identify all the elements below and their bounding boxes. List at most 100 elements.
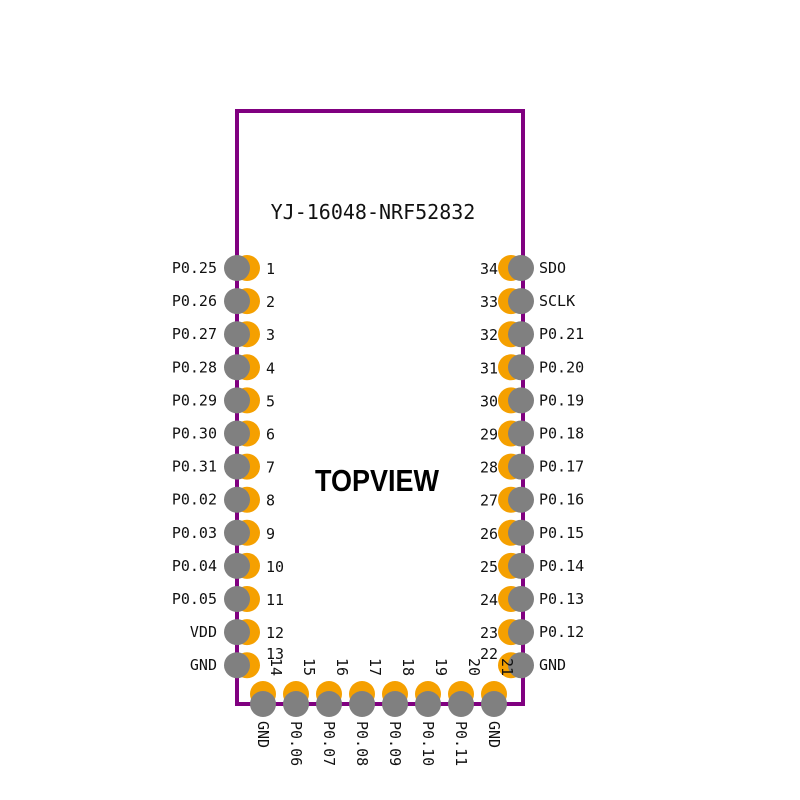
pin-number-label: 7 <box>266 459 275 477</box>
topview-label: TOPVIEW <box>315 463 440 498</box>
pin-name-label: P0.06 <box>287 721 305 766</box>
pin-pad <box>498 255 534 281</box>
pad-body <box>508 552 534 579</box>
pad-body <box>508 354 534 381</box>
pin-number-label: 17 <box>366 658 384 676</box>
pin-name-label: P0.26 <box>172 292 217 310</box>
pad-body <box>224 552 250 579</box>
pad-body <box>224 321 250 348</box>
pin-pad <box>224 387 260 414</box>
pad-body <box>224 486 250 513</box>
pad-body <box>382 691 408 717</box>
pin-pad <box>498 420 534 447</box>
pin-name-label: P0.27 <box>172 325 217 343</box>
pad-body <box>415 691 441 717</box>
pin-number-label: 25 <box>480 558 498 576</box>
pin-name-label: P0.11 <box>452 721 470 766</box>
pad-body <box>508 519 534 546</box>
pin-number-label: 27 <box>480 492 498 510</box>
pin-name-label: P0.05 <box>172 590 217 608</box>
pin-pad <box>498 486 534 513</box>
pin-name-label: P0.19 <box>539 391 584 409</box>
pin-pad <box>224 586 260 612</box>
pin-number-label: 29 <box>480 426 498 444</box>
pin-number-label: 33 <box>480 293 498 311</box>
pin-number-label: 30 <box>480 392 498 410</box>
pin-name-label: VDD <box>190 623 217 641</box>
pad-body <box>508 420 534 447</box>
pin-name-label: SCLK <box>539 292 575 310</box>
pad-body <box>224 519 250 546</box>
pin-pad <box>498 288 534 315</box>
pad-body <box>481 691 507 717</box>
pin-name-label: P0.16 <box>539 491 584 509</box>
pin-pad <box>224 552 260 579</box>
pin-name-label: P0.25 <box>172 259 217 277</box>
pad-body <box>508 255 534 281</box>
pad-body <box>508 387 534 414</box>
pad-body <box>508 652 534 679</box>
pin-number-label: 20 <box>465 658 483 676</box>
pad-body <box>224 387 250 414</box>
pin-pad <box>498 652 534 679</box>
pin-number-label: 10 <box>266 558 284 576</box>
pin-name-label: P0.15 <box>539 524 584 542</box>
pin-pad <box>498 387 534 414</box>
pad-body <box>508 586 534 612</box>
pin-number-label: 15 <box>300 658 318 676</box>
pad-body <box>224 420 250 447</box>
pin-name-label: P0.02 <box>172 491 217 509</box>
pin-name-label: P0.31 <box>172 458 217 476</box>
module-title: YJ-16048-NRF52832 <box>271 200 476 224</box>
pin-name-label: GND <box>539 656 566 674</box>
pin-number-label: 26 <box>480 525 498 543</box>
pad-body <box>508 453 534 480</box>
pad-body <box>316 691 342 717</box>
pin-number-label: 22 <box>480 645 498 663</box>
pin-number-label: 18 <box>399 658 417 676</box>
pin-name-label: P0.08 <box>353 721 371 766</box>
pin-name-label: P0.10 <box>419 721 437 766</box>
pin-number-label: 14 <box>267 658 285 676</box>
pin-pad <box>498 586 534 612</box>
pin-name-label: GND <box>254 721 272 748</box>
pin-pad <box>498 552 534 579</box>
pin-name-label: P0.17 <box>539 458 584 476</box>
pin-pad <box>415 681 441 717</box>
pad-body <box>508 321 534 348</box>
pin-pad <box>224 486 260 513</box>
pad-body <box>448 691 474 717</box>
pin-pad <box>498 453 534 480</box>
pin-pad <box>224 354 260 381</box>
pin-pad <box>224 255 260 281</box>
pin-pad <box>448 681 474 717</box>
pin-pad <box>224 453 260 480</box>
pad-body <box>224 288 250 315</box>
pin-name-label: P0.14 <box>539 557 584 575</box>
pin-pad <box>224 420 260 447</box>
pin-pad <box>316 681 342 717</box>
pin-pad <box>498 321 534 348</box>
pad-body <box>508 619 534 646</box>
pin-number-label: 8 <box>266 492 275 510</box>
pad-body <box>250 691 276 717</box>
pin-pad <box>224 619 260 646</box>
pin-number-label: 3 <box>266 326 275 344</box>
pin-number-label: 34 <box>480 260 498 278</box>
pin-pad <box>224 288 260 315</box>
pin-number-label: 11 <box>266 591 284 609</box>
pad-body <box>224 255 250 281</box>
pin-number-label: 23 <box>480 624 498 642</box>
pin-name-label: P0.30 <box>172 425 217 443</box>
pin-name-label: GND <box>485 721 503 748</box>
pin-name-label: P0.09 <box>386 721 404 766</box>
pin-number-label: 5 <box>266 392 275 410</box>
pin-name-label: P0.18 <box>539 425 584 443</box>
pad-body <box>224 586 250 612</box>
pin-pad <box>382 681 408 717</box>
pin-pad <box>481 681 507 717</box>
pin-number-label: 13 <box>266 645 284 663</box>
pin-name-label: P0.07 <box>320 721 338 766</box>
pin-number-label: 16 <box>333 658 351 676</box>
